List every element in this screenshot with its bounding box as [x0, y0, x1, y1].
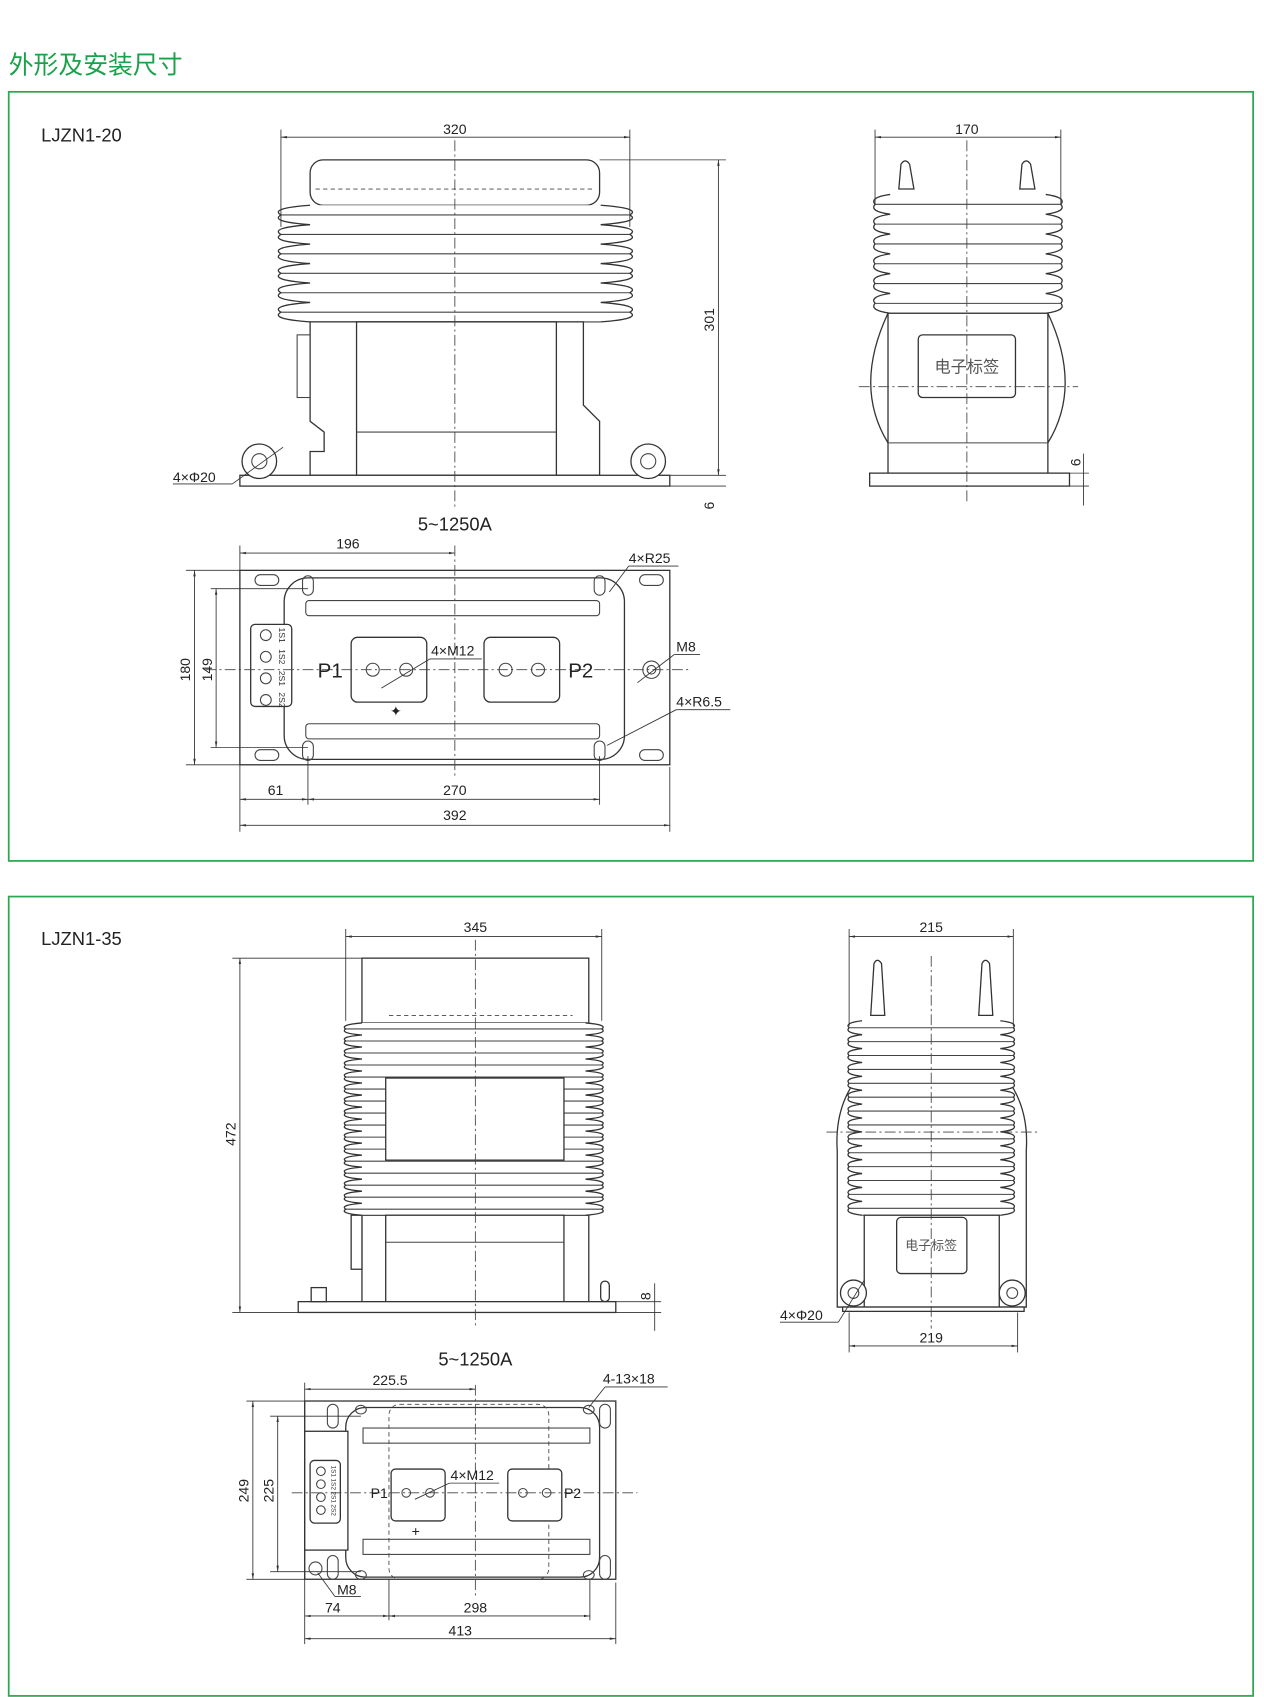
front-view: 345 472 8 5~1250A — [223, 919, 662, 1369]
dim-hole-span: 270 — [443, 782, 467, 798]
terminal-p1: P1 — [318, 659, 343, 682]
dim-base: 6 — [701, 501, 717, 509]
bolt-label: 4×M12 — [431, 643, 474, 659]
dim-half-length: 225.5 — [372, 1372, 407, 1388]
dim-width: 320 — [443, 121, 467, 137]
terminal-p2: P2 — [568, 659, 593, 682]
terminal-label: 1S1 — [330, 1465, 337, 1477]
electronic-label: 电子标签 — [934, 358, 999, 377]
shed-edge-left — [277, 204, 311, 323]
terminal-p1: P1 — [371, 1485, 388, 1501]
ground-bolt-label: M8 — [676, 638, 696, 654]
shed-edge-left — [873, 193, 891, 314]
ground-bolt-label: M8 — [337, 1581, 357, 1597]
svg-text:+: + — [412, 1523, 420, 1539]
side-view: 电子标签 170 6 — [858, 121, 1089, 506]
dim-base-width: 219 — [920, 1330, 944, 1346]
terminal-p2: P2 — [564, 1485, 581, 1501]
terminal-label: 2S1 — [330, 1491, 337, 1503]
terminal-label: 1S2 — [277, 649, 287, 665]
dim-width: 215 — [920, 919, 944, 935]
dim-total-length: 413 — [449, 1622, 473, 1638]
slot-radius-label: 4×R6.5 — [676, 693, 722, 709]
dim-offset: 61 — [268, 782, 284, 798]
dim-outer-height: 180 — [177, 658, 193, 682]
corner-radius-label: 4×R25 — [629, 550, 671, 566]
slot-label: 4-13×18 — [603, 1371, 655, 1387]
dim-inner-height: 225 — [260, 1479, 276, 1503]
dim-hole-span: 298 — [464, 1600, 488, 1616]
section-title: 外形及安装尺寸 — [9, 50, 183, 79]
dim-width: 170 — [955, 121, 979, 137]
svg-text:✦: ✦ — [390, 703, 402, 719]
terminal-label: 2S1 — [277, 671, 287, 687]
hole-label: 4×Φ20 — [173, 469, 216, 485]
dim-width: 345 — [464, 919, 488, 935]
shed-edge-left — [343, 1022, 363, 1216]
dim-inner-height: 149 — [199, 658, 215, 682]
shed-edge-right — [585, 1022, 604, 1216]
terminal-label: 1S1 — [277, 627, 287, 643]
plan-view: 1S1 1S2 2S1 2S2 ✦ P1 P2 196 180 — [177, 536, 731, 832]
hole-label: 4×Φ20 — [780, 1307, 823, 1323]
shed-edge-right — [1045, 193, 1063, 314]
dim-height: 301 — [701, 308, 717, 332]
panel-ljzn1-20: LJZN1-20 320 301 6 4×Φ20 5~1250A — [7, 90, 1254, 862]
dim-total-length: 392 — [443, 807, 467, 823]
panel-ljzn1-35: LJZN1-35 345 472 8 5~1250A — [7, 895, 1254, 1697]
current-range: 5~1250A — [418, 513, 493, 534]
dim-height: 472 — [223, 1122, 239, 1146]
terminal-screw — [316, 1479, 326, 1490]
electronic-label: 电子标签 — [905, 1238, 957, 1254]
dim-base: 6 — [1067, 458, 1083, 466]
dim-base: 8 — [637, 1292, 653, 1300]
terminal-screw — [259, 650, 272, 663]
terminal-screw — [259, 629, 272, 642]
shed-edge-right — [600, 204, 634, 323]
terminal-screw — [316, 1505, 326, 1515]
side-view: 电子标签 215 219 4×Φ20 — [779, 919, 1038, 1353]
dim-half-length: 196 — [336, 536, 360, 552]
terminal-label: 2S2 — [330, 1504, 337, 1516]
dim-offset: 74 — [325, 1600, 341, 1616]
terminal-label: 2S2 — [277, 692, 287, 708]
model-name: LJZN1-20 — [41, 125, 122, 146]
front-view: 320 301 6 4×Φ20 5~1250A — [172, 121, 726, 534]
terminal-screw — [259, 694, 272, 706]
terminal-screw — [316, 1466, 326, 1477]
terminal-screw — [259, 672, 272, 685]
terminal-label: 1S2 — [330, 1478, 337, 1490]
current-range: 5~1250A — [438, 1348, 513, 1369]
model-name: LJZN1-35 — [41, 928, 122, 949]
dim-outer-height: 249 — [236, 1479, 252, 1503]
bolt-label: 4×M12 — [451, 1467, 494, 1483]
